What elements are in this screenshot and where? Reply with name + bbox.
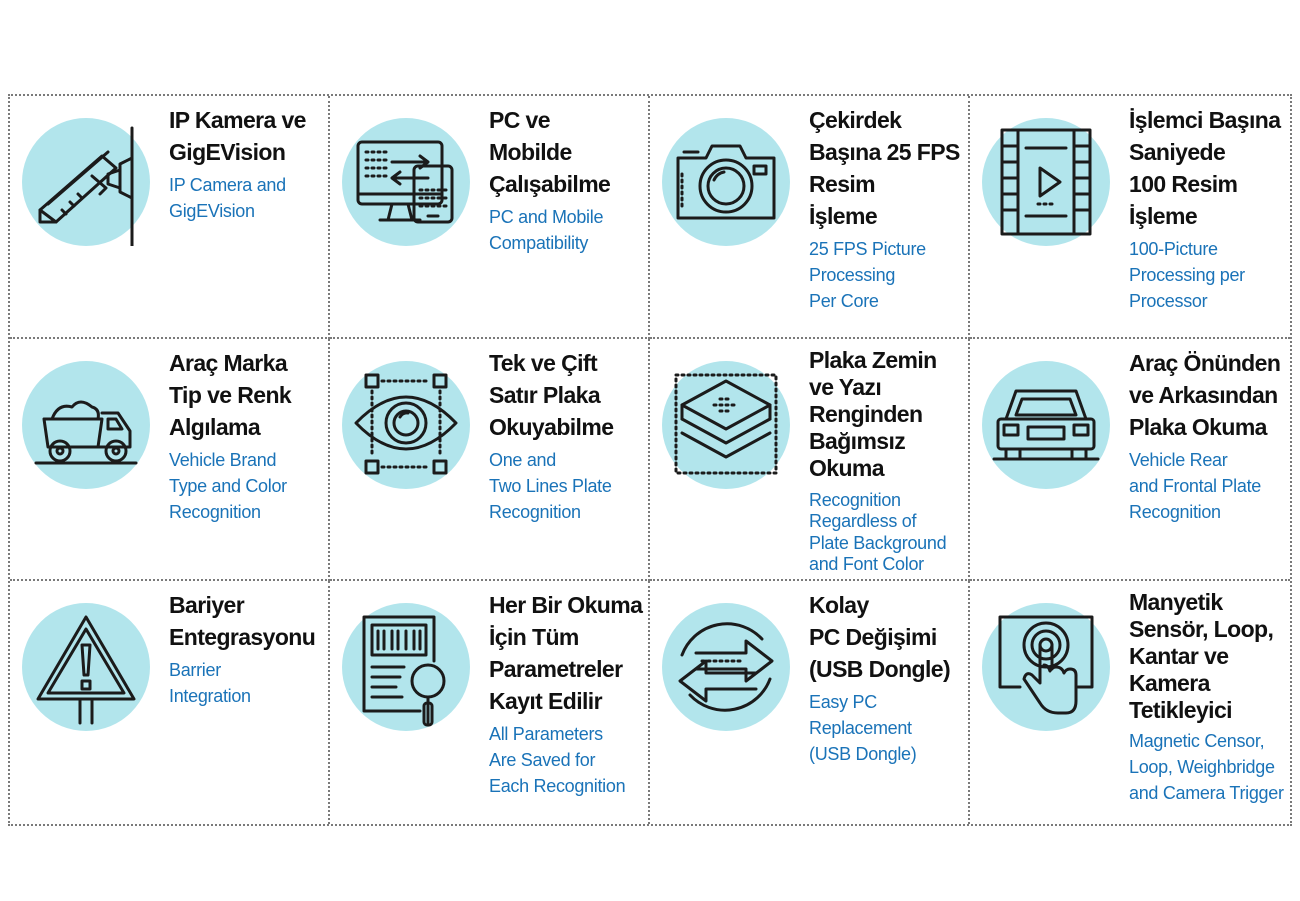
feature-subtitle: PC and Mobile Compatibility bbox=[489, 207, 604, 253]
feature-card-barrier: Bariyer Entegrasyonu Barrier Integration bbox=[10, 581, 330, 824]
document-search-icon bbox=[342, 603, 470, 732]
feature-card-plate-lines: Tek ve Çift Satır Plaka Okuyabilme One a… bbox=[330, 338, 650, 582]
feature-subtitle: Easy PC Replacement (USB Dongle) bbox=[809, 692, 917, 765]
touch-trigger-icon bbox=[982, 603, 1110, 732]
feature-title: Araç Önünden ve Arkasından Plaka Okuma bbox=[1129, 349, 1281, 440]
feature-card-trigger: Manyetik Sensör, Loop, Kantar ve Kamera … bbox=[970, 581, 1290, 824]
feature-card-parameters: Her Bir Okuma İçin Tüm Parametreler Kayı… bbox=[330, 581, 650, 824]
eye-scan-icon bbox=[342, 360, 470, 489]
feature-subtitle: One and Two Lines Plate Recognition bbox=[489, 449, 612, 522]
feature-card-pc-mobile: PC ve Mobilde Çalışabilme PC and Mobile … bbox=[330, 96, 650, 339]
feature-card-usb-dongle: Kolay PC Değişimi (USB Dongle) Easy PC R… bbox=[650, 581, 970, 824]
car-front-icon bbox=[982, 360, 1110, 489]
feature-card-fps: Çekirdek Başına 25 FPS Resim İşleme 25 F… bbox=[650, 96, 970, 339]
feature-title: PC ve Mobilde Çalışabilme bbox=[489, 107, 611, 197]
feature-card-vehicle-brand: Araç Marka Tip ve Renk Algılama Vehicle … bbox=[10, 338, 330, 582]
feature-subtitle: 100-Picture Processing per Processor bbox=[1129, 239, 1245, 311]
feature-title: İşlemci Başına Saniyede 100 Resim İşleme bbox=[1129, 107, 1281, 229]
feature-title: Plaka Zemin ve Yazı Renginden Bağımsız O… bbox=[809, 346, 937, 481]
swap-arrows-icon bbox=[662, 603, 790, 732]
feature-title: Bariyer Entegrasyonu bbox=[169, 592, 316, 651]
feature-subtitle: Vehicle Rear and Frontal Plate Recogniti… bbox=[1129, 449, 1261, 522]
feature-card-front-rear: Araç Önünden ve Arkasından Plaka Okuma V… bbox=[970, 339, 1290, 582]
feature-card-processor: İşlemci Başına Saniyede 100 Resim İşleme… bbox=[970, 96, 1290, 339]
feature-title: Manyetik Sensör, Loop, Kantar ve Kamera … bbox=[1129, 589, 1274, 724]
feature-title: Kolay PC Değişimi (USB Dongle) bbox=[809, 592, 951, 683]
feature-title: Tek ve Çift Satır Plaka Okuyabilme bbox=[489, 349, 614, 440]
cctv-camera-icon bbox=[22, 118, 150, 246]
feature-title: Araç Marka Tip ve Renk Algılama bbox=[169, 349, 292, 440]
feature-subtitle: 25 FPS Picture Processing Per Core bbox=[809, 239, 926, 311]
feature-subtitle: IP Camera and GigEVision bbox=[169, 175, 286, 221]
feature-subtitle: All Parameters Are Saved for Each Recogn… bbox=[489, 724, 626, 797]
dump-truck-icon bbox=[22, 360, 150, 489]
photo-camera-icon bbox=[662, 118, 790, 246]
feature-subtitle: Magnetic Censor, Loop, Weighbridge and C… bbox=[1129, 731, 1284, 804]
feature-title: IP Kamera ve GigEVision bbox=[169, 107, 306, 165]
video-film-icon bbox=[982, 118, 1110, 246]
feature-title: Her Bir Okuma İçin Tüm Parametreler Kayı… bbox=[489, 592, 643, 715]
feature-card-ip-camera: IP Kamera ve GigEVision IP Camera and Gi… bbox=[10, 96, 330, 339]
warning-sign-icon bbox=[22, 603, 150, 732]
feature-grid: IP Kamera ve GigEVision IP Camera and Gi… bbox=[8, 94, 1292, 826]
feature-title: Çekirdek Başına 25 FPS Resim İşleme bbox=[809, 107, 960, 229]
feature-subtitle: Vehicle Brand Type and Color Recognition bbox=[169, 449, 287, 522]
computer-phone-sync-icon bbox=[342, 118, 470, 246]
feature-subtitle: Recognition Regardless of Plate Backgrou… bbox=[809, 489, 947, 575]
feature-card-plate-color: Plaka Zemin ve Yazı Renginden Bağımsız O… bbox=[650, 338, 970, 582]
feature-subtitle: Barrier Integration bbox=[169, 660, 251, 707]
layers-icon bbox=[662, 360, 790, 489]
